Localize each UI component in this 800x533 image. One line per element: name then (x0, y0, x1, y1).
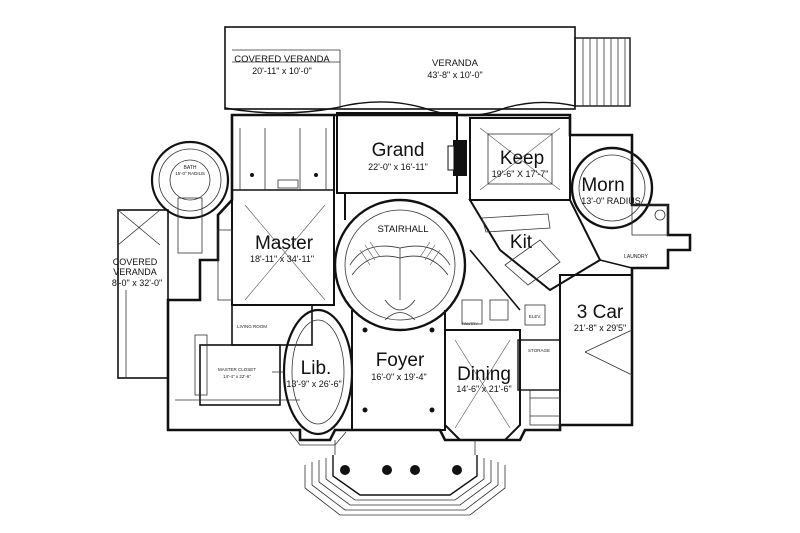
grand-dims: 22'-0" x 16'-11" (368, 162, 428, 172)
elev-label: ELEV. (529, 314, 541, 319)
covered-veranda-side-label-2: VERANDA (113, 267, 157, 277)
dining (444, 299, 521, 441)
master-closet-dims: 14'-4" x 22'-6" (223, 374, 251, 379)
grand-room (336, 112, 467, 220)
covered-veranda-side-label-1: COVERED (113, 257, 158, 267)
master-dims: 18'-11" x 34'-11" (250, 254, 314, 264)
veranda-label: VERANDA (432, 58, 479, 69)
bath-dims: 15'-0" RADIUS (175, 171, 205, 176)
dining-label: Dining (457, 364, 511, 385)
morn-dims: 13'-0" RADIUS (581, 196, 640, 206)
covered-veranda-top-label: COVERED VERANDA (234, 54, 330, 65)
front-steps (304, 440, 506, 516)
master-label: Master (255, 233, 314, 254)
foyer-label: Foyer (376, 350, 425, 371)
kit-label: Kit (510, 232, 533, 253)
lib-label: Lib. (301, 358, 332, 379)
veranda-stairs (574, 37, 631, 107)
keep-label: Keep (500, 148, 544, 169)
three-car-dims: 21'-8" x 29'5" (574, 323, 626, 333)
grand-label: Grand (372, 140, 425, 161)
stairhall-label: STAIRHALL (377, 224, 428, 235)
master-suite (217, 114, 335, 306)
dining-dims: 14'-6" x 21'-6" (456, 384, 511, 394)
bath-label: BATH (184, 165, 197, 171)
garage (517, 274, 633, 426)
closet-block (175, 304, 313, 406)
covered-veranda-top-dims: 20'-11" x 10'-0" (252, 66, 312, 76)
stairhall (333, 198, 467, 332)
laundry-label: LAUNDRY (624, 254, 648, 260)
lib-dims: 13'-9" x 26'-6" (286, 379, 341, 389)
keep-dims: 19'-6" X 17'-7" (492, 169, 549, 179)
three-car-label: 3 Car (577, 302, 624, 323)
kitchen (468, 199, 633, 311)
covered-veranda-side-dims: 8'-0" x 32'-0" (112, 278, 162, 288)
morning-room (570, 146, 669, 236)
storage-label: STORAGE (528, 348, 550, 353)
master-closet-label: MASTER CLOSET (218, 367, 256, 372)
master-bath (150, 140, 230, 254)
foyer-dims: 16'-0" x 19'-4" (371, 372, 426, 382)
living-room-label: LIVING ROOM (237, 324, 267, 329)
exterior-walls (166, 113, 692, 442)
left-veranda (117, 209, 169, 379)
morn-label: Morn (581, 175, 624, 196)
veranda-dims: 43'-8" x 10'-0" (427, 70, 482, 80)
pantry-label: PANTRY (462, 321, 478, 326)
